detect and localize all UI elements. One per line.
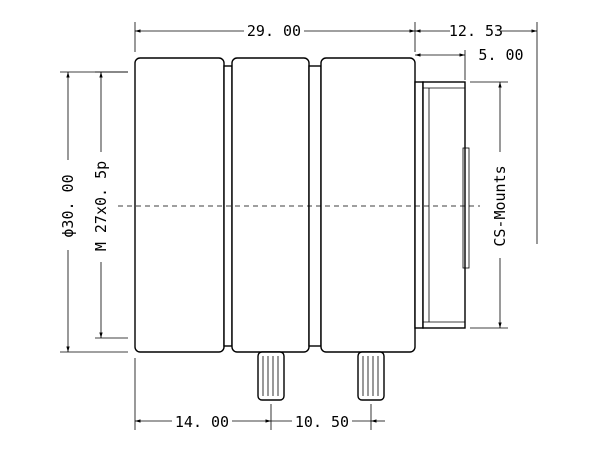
barrel-section-front — [134, 57, 225, 353]
lock-screw-left — [257, 351, 285, 401]
dim-bottom-left: 14. 00 — [134, 358, 272, 431]
dim-5-label: 5. 00 — [478, 46, 523, 64]
dim-12-53-label: 12. 53 — [449, 22, 503, 40]
lock-screw-right — [357, 351, 385, 401]
diameter-label: ϕ30. 00 — [59, 174, 77, 237]
lens-body — [134, 57, 470, 353]
dim-mount: CS-Mounts — [470, 81, 509, 329]
mount-thread-edge — [462, 147, 470, 269]
mount-flange — [422, 81, 466, 329]
dim-top-flange: 5. 00 — [415, 46, 524, 80]
mount-flange-step — [414, 81, 424, 329]
dim-top-right: 12. 53 — [415, 22, 538, 244]
mount-label: CS-Mounts — [491, 165, 509, 246]
barrel-section-middle — [231, 57, 310, 353]
dim-14-label: 14. 00 — [175, 413, 229, 431]
dim-10-50-label: 10. 50 — [295, 413, 349, 431]
barrel-section-rear — [320, 57, 416, 353]
dim-bottom-right: 10. 50 — [271, 404, 385, 431]
dim-thread: M 27x0. 5p — [92, 71, 128, 339]
thread-label: M 27x0. 5p — [92, 161, 110, 251]
dim-top-overall: 29. 00 — [134, 22, 416, 52]
dim-29-label: 29. 00 — [247, 22, 301, 40]
